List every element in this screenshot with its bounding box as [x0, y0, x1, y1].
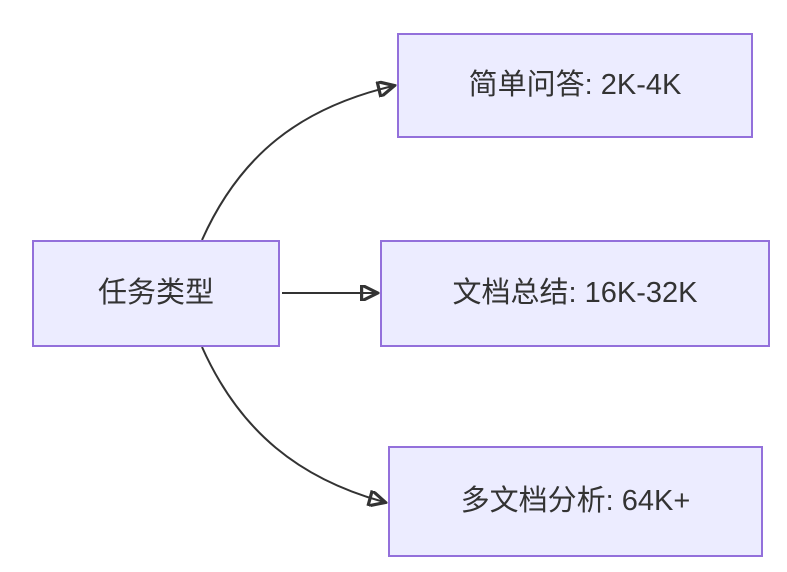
node-simple-qa-label: 简单问答: 2K-4K — [468, 69, 682, 102]
node-task-type: 任务类型 — [32, 240, 280, 347]
node-multi-doc-analysis: 多文档分析: 64K+ — [388, 446, 763, 557]
edge-task-to-multi-arrow — [201, 346, 384, 502]
node-multi-doc-analysis-label: 多文档分析: 64K+ — [460, 485, 691, 518]
edge-task-to-simple-arrow — [201, 86, 393, 241]
node-doc-summary-label: 文档总结: 16K-32K — [452, 277, 698, 310]
node-task-type-label: 任务类型 — [97, 277, 214, 310]
node-doc-summary: 文档总结: 16K-32K — [380, 240, 770, 347]
node-simple-qa: 简单问答: 2K-4K — [397, 33, 753, 138]
